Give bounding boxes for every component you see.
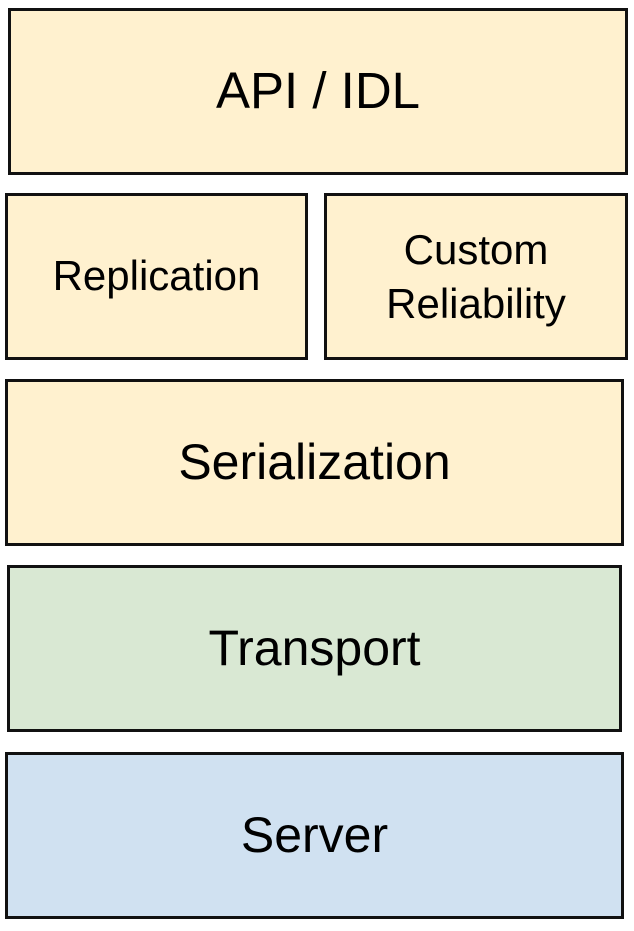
layer-label: Serialization <box>178 434 451 490</box>
layer-replication: Replication <box>5 193 308 360</box>
layer-label: Custom Reliability <box>386 226 566 327</box>
layer-api-idl: API / IDL <box>8 8 628 175</box>
layer-label: API / IDL <box>215 62 421 120</box>
layer-label: Transport <box>208 620 421 676</box>
layer-label: Replication <box>52 252 261 300</box>
layer-transport: Transport <box>7 565 622 732</box>
layer-serialization: Serialization <box>5 379 624 546</box>
layer-server: Server <box>5 752 624 919</box>
layer-custom-reliability: Custom Reliability <box>324 193 628 360</box>
layer-label: Server <box>240 807 389 863</box>
